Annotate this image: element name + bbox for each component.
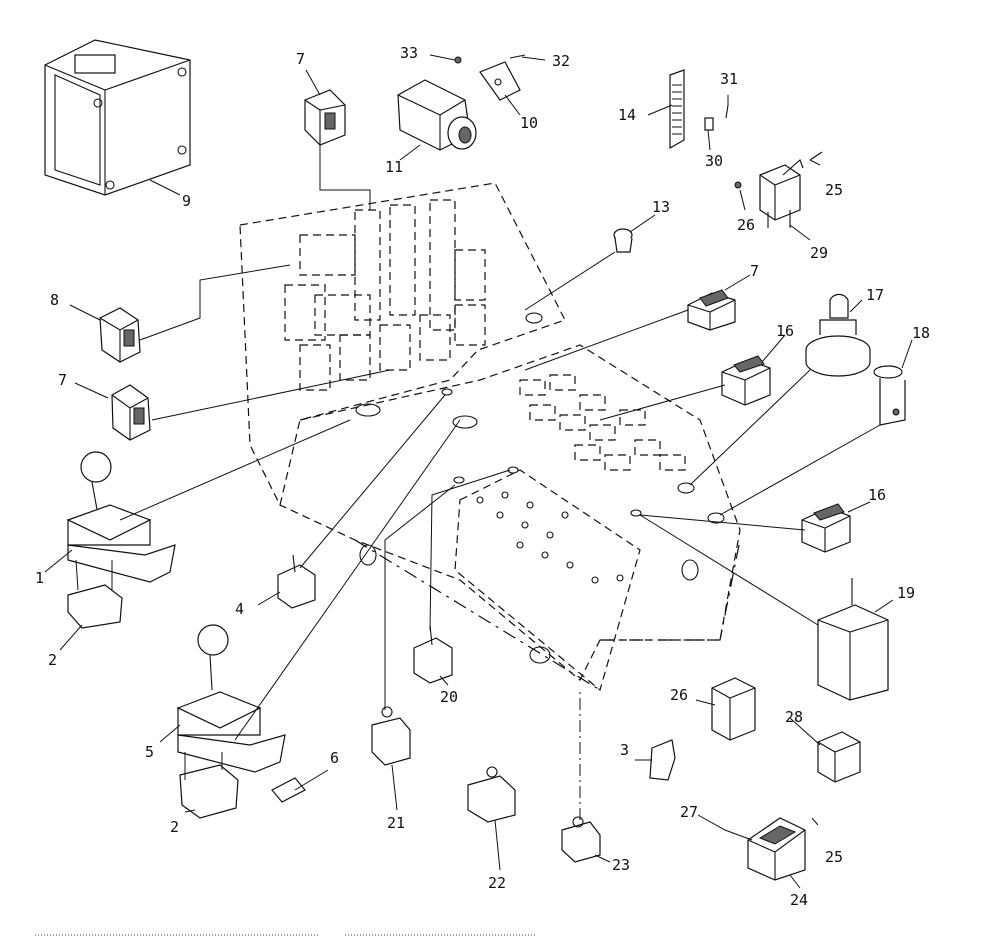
callout-2: 2 [48, 651, 57, 669]
callout-22: 22 [488, 874, 506, 892]
rocker-switch-7-right [687, 289, 736, 331]
relay-27 [711, 677, 756, 741]
callout-1: 1 [35, 569, 44, 587]
lock-18 [873, 365, 906, 426]
callout-19: 19 [897, 584, 915, 602]
callout-10: 10 [520, 114, 538, 132]
rocker-switch-8 [99, 307, 141, 363]
callout-25: 25 [825, 181, 843, 199]
relay-29 [734, 151, 823, 228]
toggle-switch-20 [413, 624, 453, 684]
callout-24: 24 [790, 891, 808, 909]
callout-8: 8 [50, 291, 59, 309]
callout-32: 32 [552, 52, 570, 70]
relay-socket-24 [747, 817, 806, 881]
microswitch-2-lower [179, 764, 239, 819]
rocker-switch-16-lower [801, 503, 851, 553]
callout-7: 7 [750, 262, 759, 280]
callout-25: 25 [825, 848, 843, 866]
callout-2: 2 [170, 818, 179, 836]
callout-5: 5 [145, 743, 154, 761]
callout-11: 11 [385, 158, 403, 176]
callout-9: 9 [182, 192, 191, 210]
callout-18: 18 [912, 324, 930, 342]
callout-30: 30 [705, 152, 723, 170]
breaker-23 [561, 816, 601, 863]
callout-16: 16 [868, 486, 886, 504]
breaker-21 [371, 706, 411, 766]
callout-14: 14 [618, 106, 636, 124]
screws-30-31 [704, 104, 729, 131]
controller-box-9 [44, 39, 191, 196]
microswitch-2-upper [67, 584, 123, 629]
callout-23: 23 [612, 856, 630, 874]
callout-7: 7 [296, 50, 305, 68]
relay-28 [817, 731, 861, 783]
callout-13: 13 [652, 198, 670, 216]
terminal-strip-14 [669, 69, 685, 150]
rocker-switch-7-left [111, 384, 151, 441]
switch-3 [649, 739, 676, 781]
callout-labels: 7 9 11 10 33 32 14 30 31 25 26 29 13 7 1… [35, 44, 930, 909]
callout-16: 16 [776, 322, 794, 340]
cover-19 [817, 578, 889, 701]
toggle-switch-4 [277, 554, 316, 609]
circuit-breaker-11 [397, 79, 477, 151]
callout-33: 33 [400, 44, 418, 62]
control-panel-outline [239, 182, 741, 692]
callout-31: 31 [720, 70, 738, 88]
callout-17: 17 [866, 286, 884, 304]
callout-27: 26 [670, 686, 688, 704]
key-switch-17 [805, 293, 871, 377]
callout-20: 20 [440, 688, 458, 706]
plate-6 [271, 777, 306, 803]
rocker-switch-7-top [304, 89, 346, 146]
callout-29: 29 [810, 244, 828, 262]
callout-4: 4 [235, 600, 244, 618]
rocker-switch-16-upper [721, 355, 771, 406]
leader-lines [75, 145, 881, 820]
joystick-5 [176, 624, 286, 773]
callout-26: 26 [737, 216, 755, 234]
callout-7: 7 [58, 371, 67, 389]
breaker-22 [467, 766, 516, 823]
indicator-lamp-13 [613, 228, 633, 253]
callout-leaders [44, 54, 913, 889]
callout-6: 6 [330, 749, 339, 767]
bracket-10 [454, 54, 526, 101]
callout-3: 3 [620, 741, 629, 759]
callout-26: 27 [680, 803, 698, 821]
callout-28: 28 [785, 708, 803, 726]
callout-21: 21 [387, 814, 405, 832]
